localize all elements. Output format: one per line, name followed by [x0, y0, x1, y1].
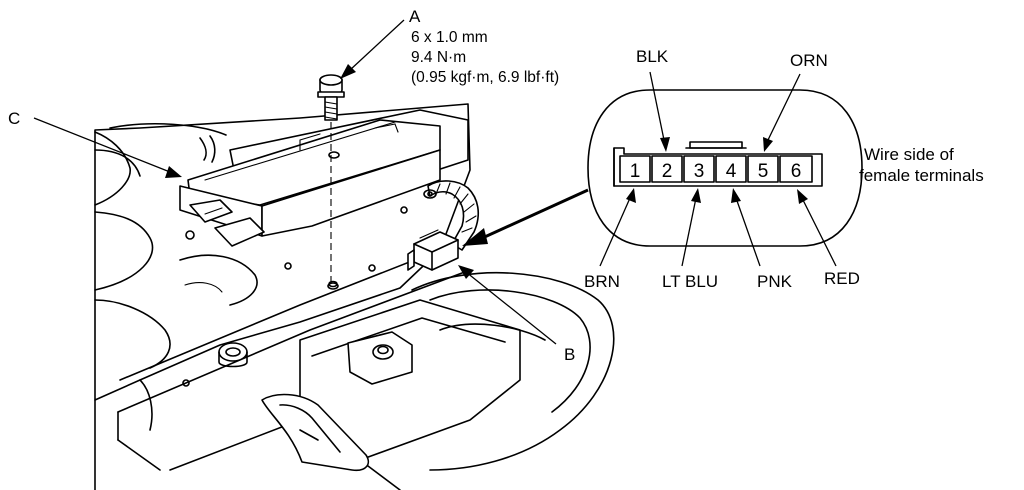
pin-number: 6: [791, 161, 802, 182]
pin-number: 5: [758, 161, 769, 182]
wire-color-orn: ORN: [790, 51, 828, 70]
view-note-line1: Wire side of: [864, 145, 954, 164]
wire-color-blk: BLK: [636, 47, 669, 66]
mounting-bolt: [317, 74, 345, 288]
callout-leaders: [33, 19, 589, 345]
wire-color-lt-blu: LT BLU: [662, 272, 718, 291]
pin-number: 2: [662, 161, 673, 182]
pin-number: 4: [726, 161, 737, 182]
view-note-line2: female terminals: [859, 166, 984, 185]
bolt-torque-alt-label: (0.95 kgf·m, 6.9 lbf·ft): [411, 69, 559, 86]
wire-color-pnk: PNK: [757, 272, 793, 291]
bolt-torque-label: 9.4 N·m: [411, 49, 466, 66]
pin-leaders: [599, 71, 837, 267]
wire-color-brn: BRN: [584, 272, 620, 291]
wire-color-red: RED: [824, 269, 860, 288]
control-unit: [179, 109, 469, 247]
callout-c-label: C: [8, 109, 20, 128]
connector-face-detail: [587, 89, 863, 247]
pin-number: 1: [630, 161, 641, 182]
pin-number: 3: [694, 161, 705, 182]
callout-a-label: A: [409, 7, 421, 26]
callout-b-label: B: [564, 345, 575, 364]
harness-connector-b: [407, 229, 459, 271]
bolt-size-label: 6 x 1.0 mm: [411, 29, 488, 46]
